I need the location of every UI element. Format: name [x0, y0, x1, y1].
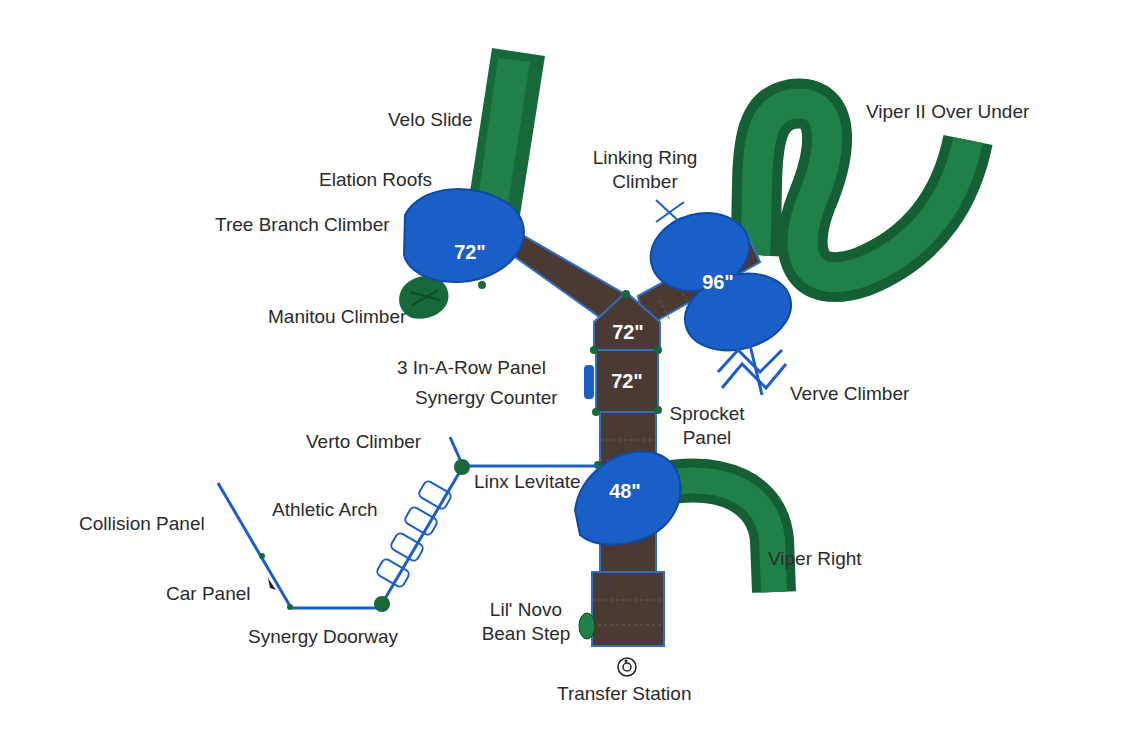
- part-name: Athletic Arch: [272, 498, 378, 522]
- event-posts: [259, 459, 470, 612]
- part-name: Elation Roofs: [319, 168, 432, 192]
- part-name: Synergy Doorway: [248, 625, 398, 649]
- part-name: Linx Levitate: [474, 470, 581, 494]
- bean-step: [579, 613, 595, 639]
- deck-height: 96": [702, 270, 734, 294]
- deck-height: 72": [611, 369, 643, 393]
- verve-climber: [718, 345, 786, 395]
- deck-height: 48": [609, 479, 641, 503]
- part-name: Linking Ring Climber: [585, 146, 705, 194]
- decks: [480, 222, 760, 646]
- accessibility-icon: [618, 658, 636, 676]
- velo-slide: [468, 48, 545, 215]
- part-name: Manitou Climber: [268, 305, 406, 329]
- athletic-arch-rungs: [376, 480, 453, 589]
- part-name: Lil' Novo Bean Step: [474, 598, 578, 646]
- part-name: Velo Slide: [388, 108, 473, 132]
- part-name: Tree Branch Climber: [215, 213, 390, 237]
- part-name: Collision Panel: [79, 512, 205, 536]
- part-name: Car Panel: [166, 582, 251, 606]
- viper-over-under-slide: [755, 104, 968, 278]
- deck-height: 72": [612, 320, 644, 344]
- linking-ring-climber: [656, 200, 684, 226]
- deck-height: 72": [454, 240, 486, 264]
- car-panel-wheel: [268, 578, 276, 590]
- part-name: Transfer Station: [557, 682, 691, 706]
- part-name: Synergy Counter: [415, 386, 558, 410]
- part-name: Sprocket Panel: [661, 402, 753, 450]
- synergy-counter: [584, 365, 594, 399]
- part-name: 3 In-A-Row Panel: [397, 356, 546, 380]
- ground-level-events: [218, 437, 598, 608]
- manitou-climber: [399, 276, 448, 319]
- part-name: Verve Climber: [790, 382, 909, 406]
- part-name: Viper Right: [768, 547, 862, 571]
- part-name: Viper II Over Under: [866, 100, 1029, 124]
- part-name: Verto Climber: [306, 430, 421, 454]
